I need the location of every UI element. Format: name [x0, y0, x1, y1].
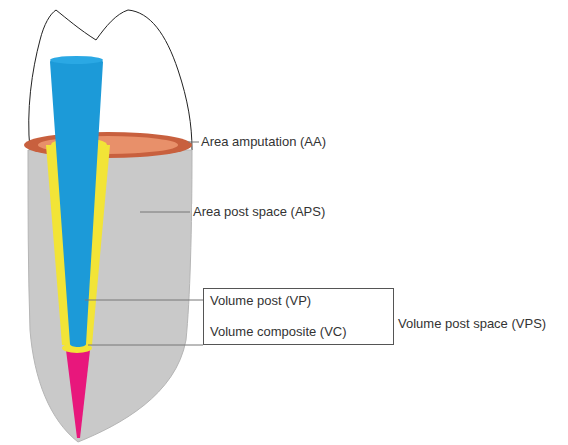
- root-filling: [66, 350, 90, 438]
- bracket-box: Volume post (VP)Volume composite (VC)Vol…: [203, 288, 394, 345]
- post-top: [50, 56, 103, 64]
- part-label: Area post space (APS): [192, 204, 326, 220]
- volume-label: Volume post (VP): [210, 293, 311, 309]
- leader-line: [85, 300, 203, 301]
- leader-line: [188, 142, 199, 143]
- part-label: Area amputation (AA): [200, 134, 327, 150]
- leader-line: [140, 212, 190, 213]
- group-label: Volume post space (VPS): [398, 316, 546, 332]
- post: [50, 58, 103, 348]
- leader-line: [88, 345, 203, 346]
- volume-label: Volume composite (VC): [210, 324, 347, 340]
